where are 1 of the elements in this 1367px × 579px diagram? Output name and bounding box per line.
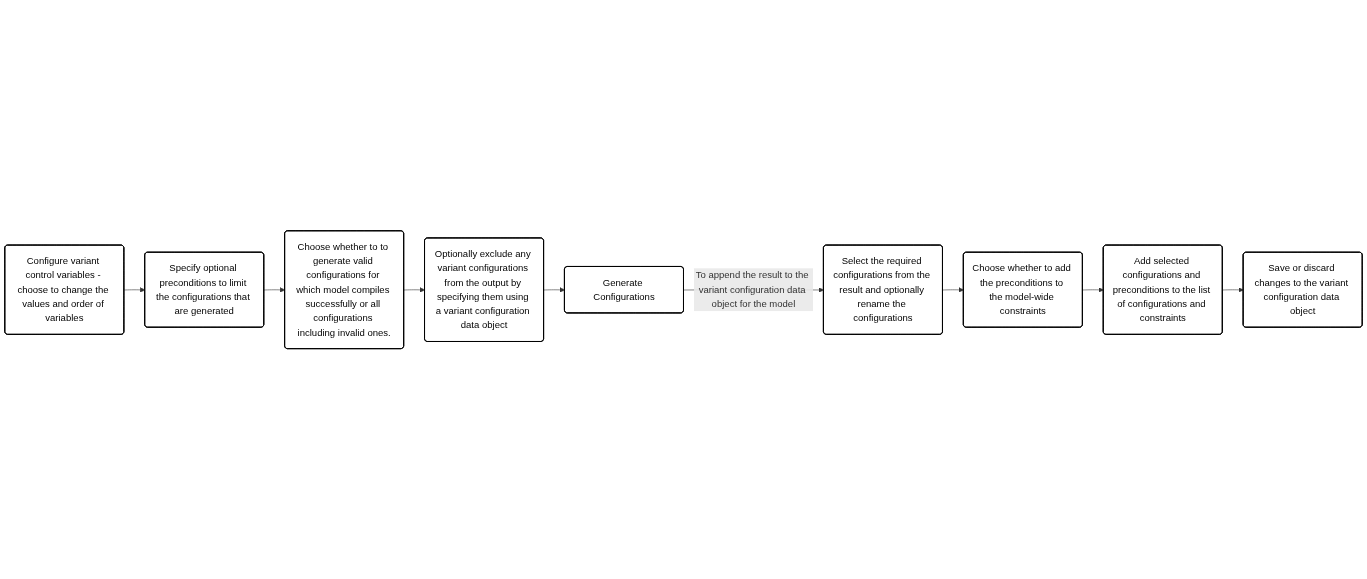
- edge-label: To append the result to the variant configuration data object for the model: [695, 269, 809, 309]
